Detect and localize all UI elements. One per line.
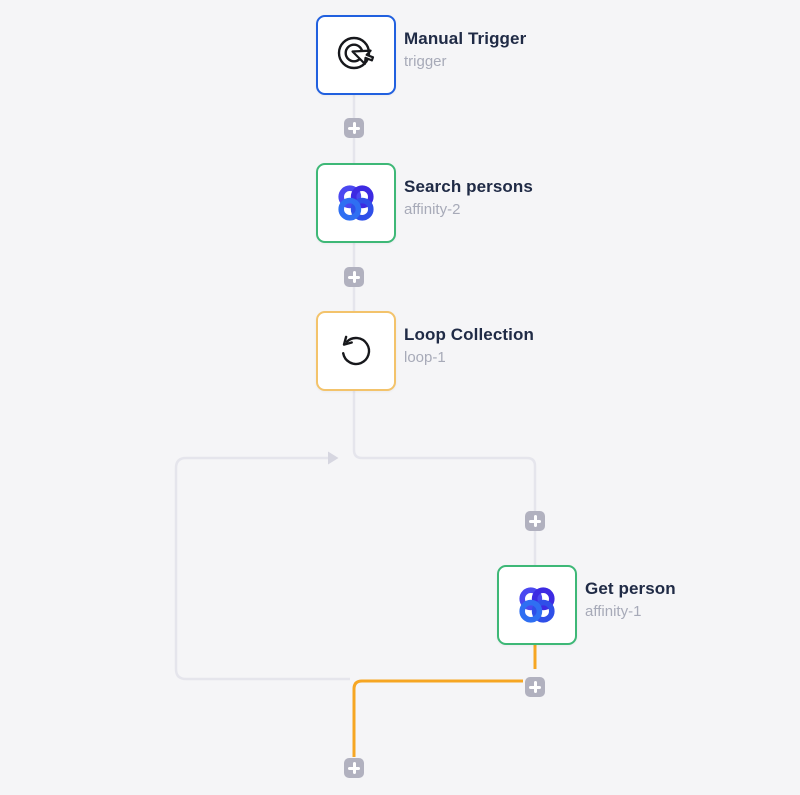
loop-arrow-icon [342,335,371,366]
node-manual-trigger[interactable] [316,15,396,95]
add-step-button-after-trigger[interactable] [344,118,364,138]
node-subtitle-search-persons: affinity-2 [404,201,461,218]
add-step-button-after-get-person[interactable] [525,677,545,697]
node-title-manual-trigger: Manual Trigger [404,29,527,48]
loopback-arrowhead-icon [328,451,339,465]
node-title-get-person: Get person [585,579,676,598]
click-cursor-icon [337,36,375,70]
node-title-search-persons: Search persons [404,177,533,196]
active-connector-loop-exit [352,679,523,757]
node-title-loop-collection: Loop Collection [404,325,534,344]
connector-loop-to-getperson [352,387,537,565]
node-subtitle-get-person: affinity-1 [585,603,642,620]
add-step-button-loop-body[interactable] [525,511,545,531]
affinity-icon [519,587,555,623]
affinity-icon [338,185,374,221]
add-step-button-after-loop[interactable] [344,758,364,778]
loopback-connector [174,456,350,681]
node-get-person[interactable] [497,565,577,645]
node-subtitle-loop-collection: loop-1 [404,349,446,366]
node-loop-collection[interactable] [316,311,396,391]
add-step-button-after-search[interactable] [344,267,364,287]
node-search-persons[interactable] [316,163,396,243]
node-subtitle-manual-trigger: trigger [404,53,447,70]
